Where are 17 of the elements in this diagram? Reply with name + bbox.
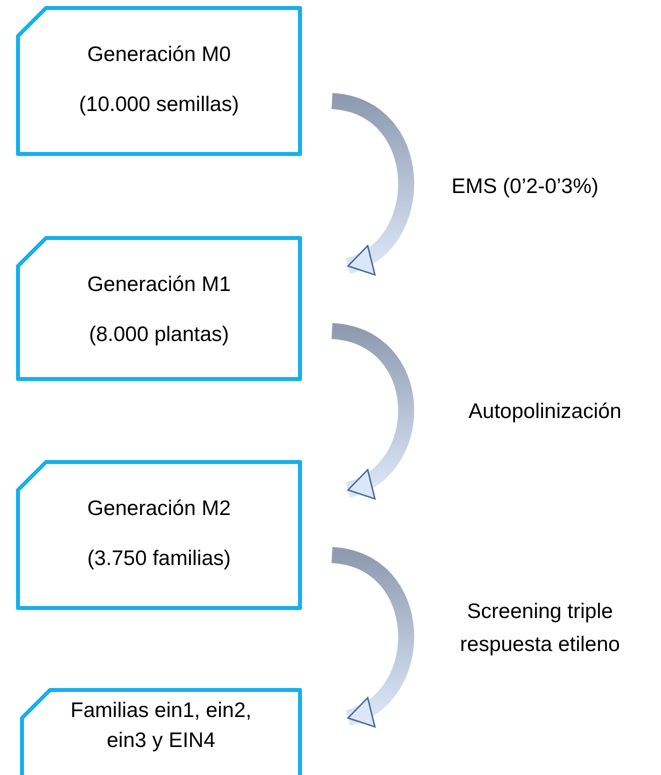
curved-arrow bbox=[330, 323, 414, 498]
process-box bbox=[16, 236, 302, 381]
edge-label: Screening triple respuesta etileno bbox=[459, 599, 621, 658]
box-text: Generación M0 bbox=[87, 42, 231, 68]
box-text: Generación M2 bbox=[87, 496, 231, 522]
curved-arrow bbox=[330, 93, 414, 274]
edge-label: Autopolinización bbox=[468, 399, 622, 425]
box-text: (8.000 plantas) bbox=[88, 322, 230, 348]
box-text: (10.000 semillas) bbox=[79, 92, 239, 118]
curved-arrow bbox=[330, 547, 414, 726]
box-text: Generación M1 bbox=[87, 272, 231, 298]
process-box bbox=[16, 6, 302, 156]
process-box bbox=[16, 460, 302, 610]
box-text: (3.750 familias) bbox=[87, 546, 231, 572]
box-text: Familias ein1, ein2, ein3 y EIN4 bbox=[70, 698, 252, 754]
process-box bbox=[20, 688, 302, 775]
edge-label: EMS (0’2-0’3%) bbox=[450, 174, 600, 200]
